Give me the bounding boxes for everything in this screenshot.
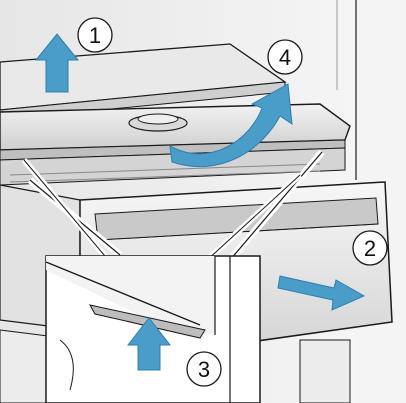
step-3-badge: 3 bbox=[187, 352, 221, 386]
step-2-badge: 2 bbox=[353, 231, 387, 265]
step-4-number: 4 bbox=[279, 45, 291, 70]
step-1-badge: 1 bbox=[78, 18, 112, 52]
step-1-number: 1 bbox=[89, 23, 101, 48]
step-2-number: 2 bbox=[364, 236, 376, 261]
step-4-badge: 4 bbox=[268, 40, 302, 74]
step-3-number: 3 bbox=[198, 357, 210, 382]
